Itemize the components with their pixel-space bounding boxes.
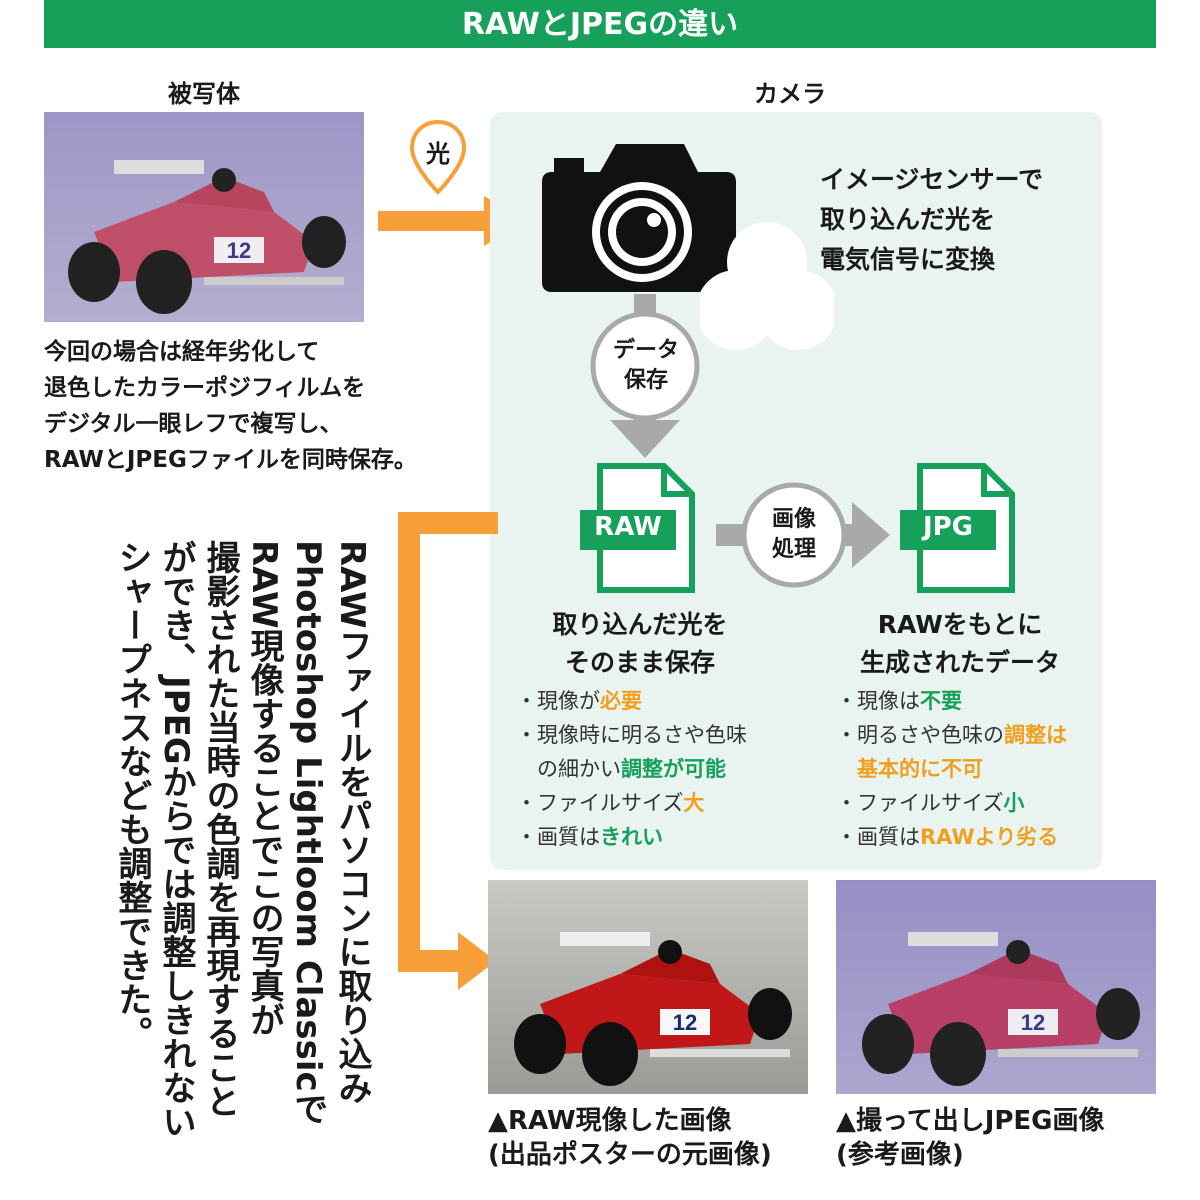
caption-line: (参考画像) (836, 1140, 964, 1170)
bullet-highlight: 小 (1003, 791, 1025, 815)
sensor-description: イメージセンサーで 取り込んだ光を 電気信号に変換 (820, 160, 1090, 280)
raw-file-icon (580, 463, 695, 593)
save-step-line: データ (612, 338, 679, 363)
bullet-highlight: 必要 (600, 689, 642, 713)
bullet-text: ・ファイルサイズ (836, 791, 1004, 815)
caption-line: ▲撮って出しJPEG画像 (836, 1106, 1105, 1136)
bullet-text: ・現像が (516, 689, 600, 713)
bullet-text: ・画質は (516, 825, 600, 849)
arrow-to-result-icon (398, 512, 498, 990)
process-step-line: 処理 (771, 537, 816, 562)
jpeg-photo: 12 (836, 880, 1156, 1094)
bullet-highlight: 調整は (1004, 723, 1067, 747)
raw-file-label: RAW (594, 512, 662, 542)
bullet-text: の細かい (516, 757, 621, 781)
subject-description-line: 退色したカラーポジフィルムを (44, 375, 366, 401)
bullet-highlight: 調整が可能 (621, 757, 726, 781)
light-pin-icon (409, 119, 467, 195)
caption-line: (出品ポスターの元画像) (488, 1140, 772, 1170)
process-arrow-icon (716, 482, 890, 588)
raw-bullet-list: ・現像が必要・現像時に明るさや色味 の細かい調整が可能・ファイルサイズ大・画質は… (516, 684, 816, 854)
bullet-text: ・ファイルサイズ (516, 791, 684, 815)
raw-heading: 取り込んだ光を そのまま保存 (520, 606, 760, 682)
raw-bullet-item: ・画質はきれい (516, 820, 816, 854)
vertical-line: Photoshop Lightloom Classicで (288, 540, 328, 1126)
bullet-text: ・現像時に明るさや色味 (516, 723, 747, 747)
page-title: RAWとJPEGの違い (44, 0, 1156, 48)
raw-heading-line: 取り込んだ光を (552, 610, 728, 639)
vertical-explanation: RAWファイルをパソコンに取り込み Photoshop Lightloom Cl… (98, 540, 374, 1160)
svg-text:12: 12 (227, 238, 251, 263)
subject-description-line: デジタル一眼レフで複写し、 (44, 411, 343, 437)
bullet-highlight: RAWより劣る (920, 825, 1059, 849)
bullet-text: ・現像は (836, 689, 920, 713)
rgb-circles-icon (700, 222, 834, 350)
vertical-line: RAW現像することでこの写真が (244, 540, 284, 1037)
bullet-text: ・画質は (836, 825, 920, 849)
camera-label: カメラ (754, 80, 826, 108)
svg-text:12: 12 (673, 1010, 697, 1035)
save-step-line: 保存 (623, 368, 668, 393)
save-step-label: データ 保存 (596, 336, 696, 396)
sensor-line: 取り込んだ光を (820, 205, 996, 234)
jpg-file-icon (900, 463, 1015, 593)
jpg-bullet-item: ・現像は不要 (836, 684, 1098, 718)
vertical-line: ができ、JPEGからでは調整しきれない (156, 540, 196, 1139)
jpg-heading-line: RAWをもとに (877, 610, 1043, 639)
process-step-label: 画像 処理 (744, 505, 844, 565)
subject-description-line: RAWとJPEGファイルを同時保存。 (44, 447, 417, 473)
raw-bullet-item: の細かい調整が可能 (516, 752, 816, 786)
rgb-r-label: R (758, 236, 776, 261)
svg-text:12: 12 (1021, 1010, 1045, 1035)
sensor-line: 電気信号に変換 (820, 245, 996, 274)
vertical-line: 撮影された当時の色調を再現すること (200, 540, 240, 1118)
bullet-highlight: きれい (600, 825, 663, 849)
bullet-text (836, 757, 857, 781)
subject-label: 被写体 (168, 80, 240, 108)
subject-description-line: 今回の場合は経年劣化して (44, 339, 320, 365)
jpg-file-label: JPG (922, 512, 974, 542)
bullet-highlight: 基本的に不可 (857, 757, 983, 781)
jpg-bullet-item: 基本的に不可 (836, 752, 1098, 786)
raw-heading-line: そのまま保存 (564, 648, 715, 677)
jpg-bullet-item: ・明るさや色味の調整は (836, 718, 1098, 752)
raw-photo-caption: ▲RAW現像した画像 (出品ポスターの元画像) (488, 1104, 828, 1172)
jpg-heading-line: 生成されたデータ (859, 648, 1060, 677)
camera-icon (542, 144, 736, 292)
bullet-highlight: 不要 (920, 689, 962, 713)
raw-bullet-item: ・現像が必要 (516, 684, 816, 718)
subject-photo: 12 (44, 112, 364, 322)
jpg-bullet-item: ・ファイルサイズ小 (836, 786, 1098, 820)
raw-bullet-item: ・現像時に明るさや色味 (516, 718, 816, 752)
rgb-g-label: G (719, 306, 739, 331)
raw-bullet-item: ・ファイルサイズ大 (516, 786, 816, 820)
light-badge-label: 光 (426, 140, 450, 168)
subject-description: 今回の場合は経年劣化して 退色したカラーポジフィルムを デジタル一眼レフで複写し… (44, 334, 484, 478)
caption-line: ▲RAW現像した画像 (488, 1106, 732, 1136)
rgb-b-label: B (794, 306, 812, 331)
sensor-line: イメージセンサーで (820, 165, 1044, 194)
jpg-heading: RAWをもとに 生成されたデータ (840, 606, 1080, 682)
bullet-text: ・明るさや色味の (836, 723, 1004, 747)
save-arrow-icon (590, 294, 700, 458)
jpg-bullet-list: ・現像は不要・明るさや色味の調整は 基本的に不可・ファイルサイズ小・画質はRAW… (836, 684, 1098, 854)
raw-developed-photo: 12 (488, 880, 808, 1094)
vertical-line: シャープネスなども調整できた。 (112, 540, 152, 1050)
vertical-line: RAWファイルをパソコンに取り込み (332, 540, 372, 1105)
jpg-bullet-item: ・画質はRAWより劣る (836, 820, 1098, 854)
jpeg-photo-caption: ▲撮って出しJPEG画像 (参考画像) (836, 1104, 1176, 1172)
process-step-line: 画像 (771, 507, 816, 532)
bullet-highlight: 大 (683, 791, 705, 815)
